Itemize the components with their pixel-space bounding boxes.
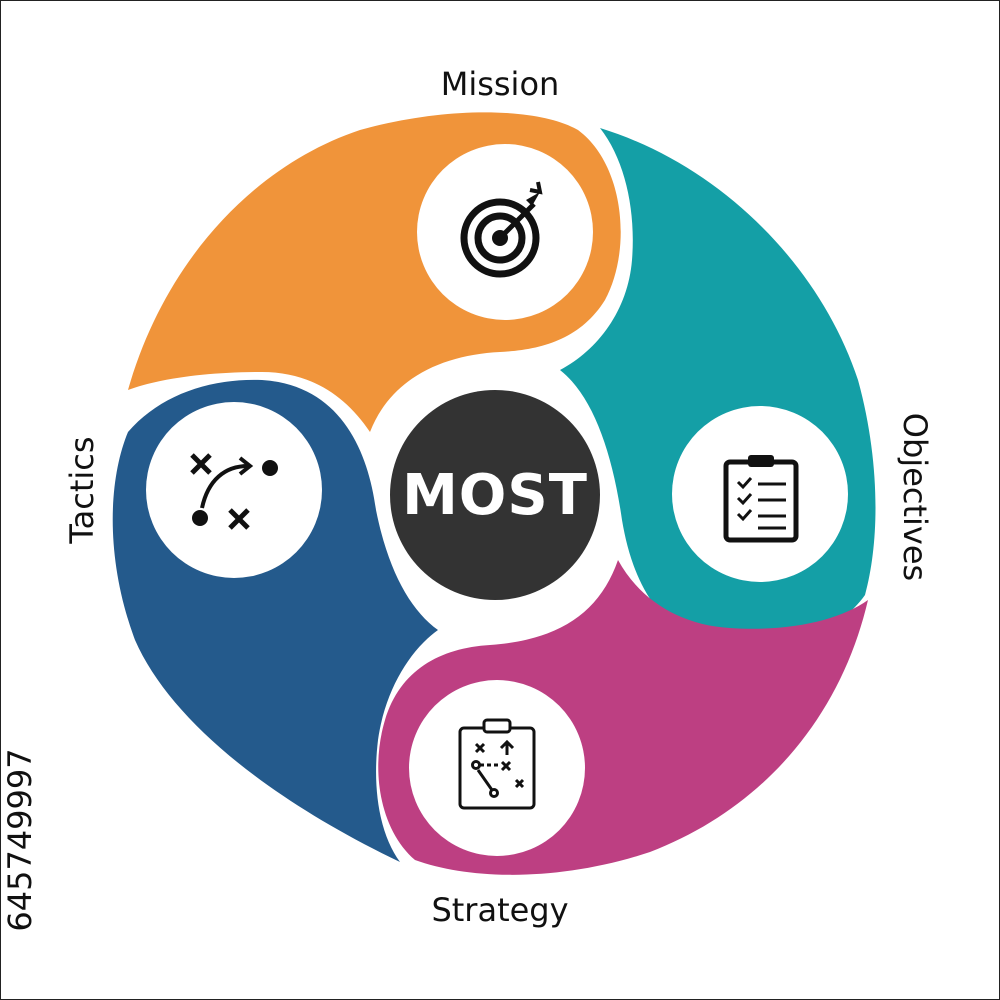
objectives-icon-circle bbox=[672, 406, 848, 582]
stock-id-text: 645749997 bbox=[1, 748, 39, 932]
clipboard-checklist-icon bbox=[723, 455, 799, 543]
strategy-icon-circle bbox=[409, 680, 585, 856]
tactics-play-icon bbox=[190, 453, 278, 530]
tactics-label: Tactics bbox=[63, 436, 101, 544]
target-icon bbox=[460, 181, 543, 278]
mission-label: Mission bbox=[440, 65, 560, 103]
strategy-board-icon bbox=[458, 718, 536, 810]
center-title: MOST bbox=[402, 462, 588, 528]
objectives-label: Objectives bbox=[896, 412, 934, 582]
tactics-icon-circle bbox=[146, 402, 322, 578]
strategy-label: Strategy bbox=[431, 891, 569, 929]
center-disc bbox=[390, 390, 600, 600]
